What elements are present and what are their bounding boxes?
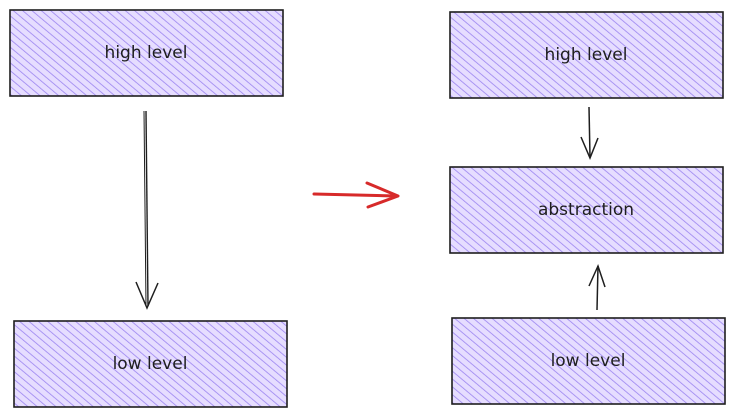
transition-arrow xyxy=(312,181,400,209)
after-top-arrow xyxy=(580,106,599,160)
after-low-level-box[interactable]: low level xyxy=(451,317,726,405)
before-high-level-label: high level xyxy=(105,43,188,63)
after-bottom-arrow xyxy=(588,263,606,311)
before-group: high level low level xyxy=(9,9,288,408)
before-low-level-label: low level xyxy=(113,354,188,374)
after-low-level-label: low level xyxy=(551,351,626,371)
after-high-level-box[interactable]: high level xyxy=(449,11,724,99)
before-dependency-arrow xyxy=(135,110,159,310)
before-high-level-box[interactable]: high level xyxy=(9,9,284,97)
after-high-level-label: high level xyxy=(545,45,628,65)
after-abstraction-box[interactable]: abstraction xyxy=(449,166,724,254)
after-abstraction-label: abstraction xyxy=(538,200,634,220)
after-group: high level abstraction low level xyxy=(449,11,726,405)
before-low-level-box[interactable]: low level xyxy=(13,320,288,408)
